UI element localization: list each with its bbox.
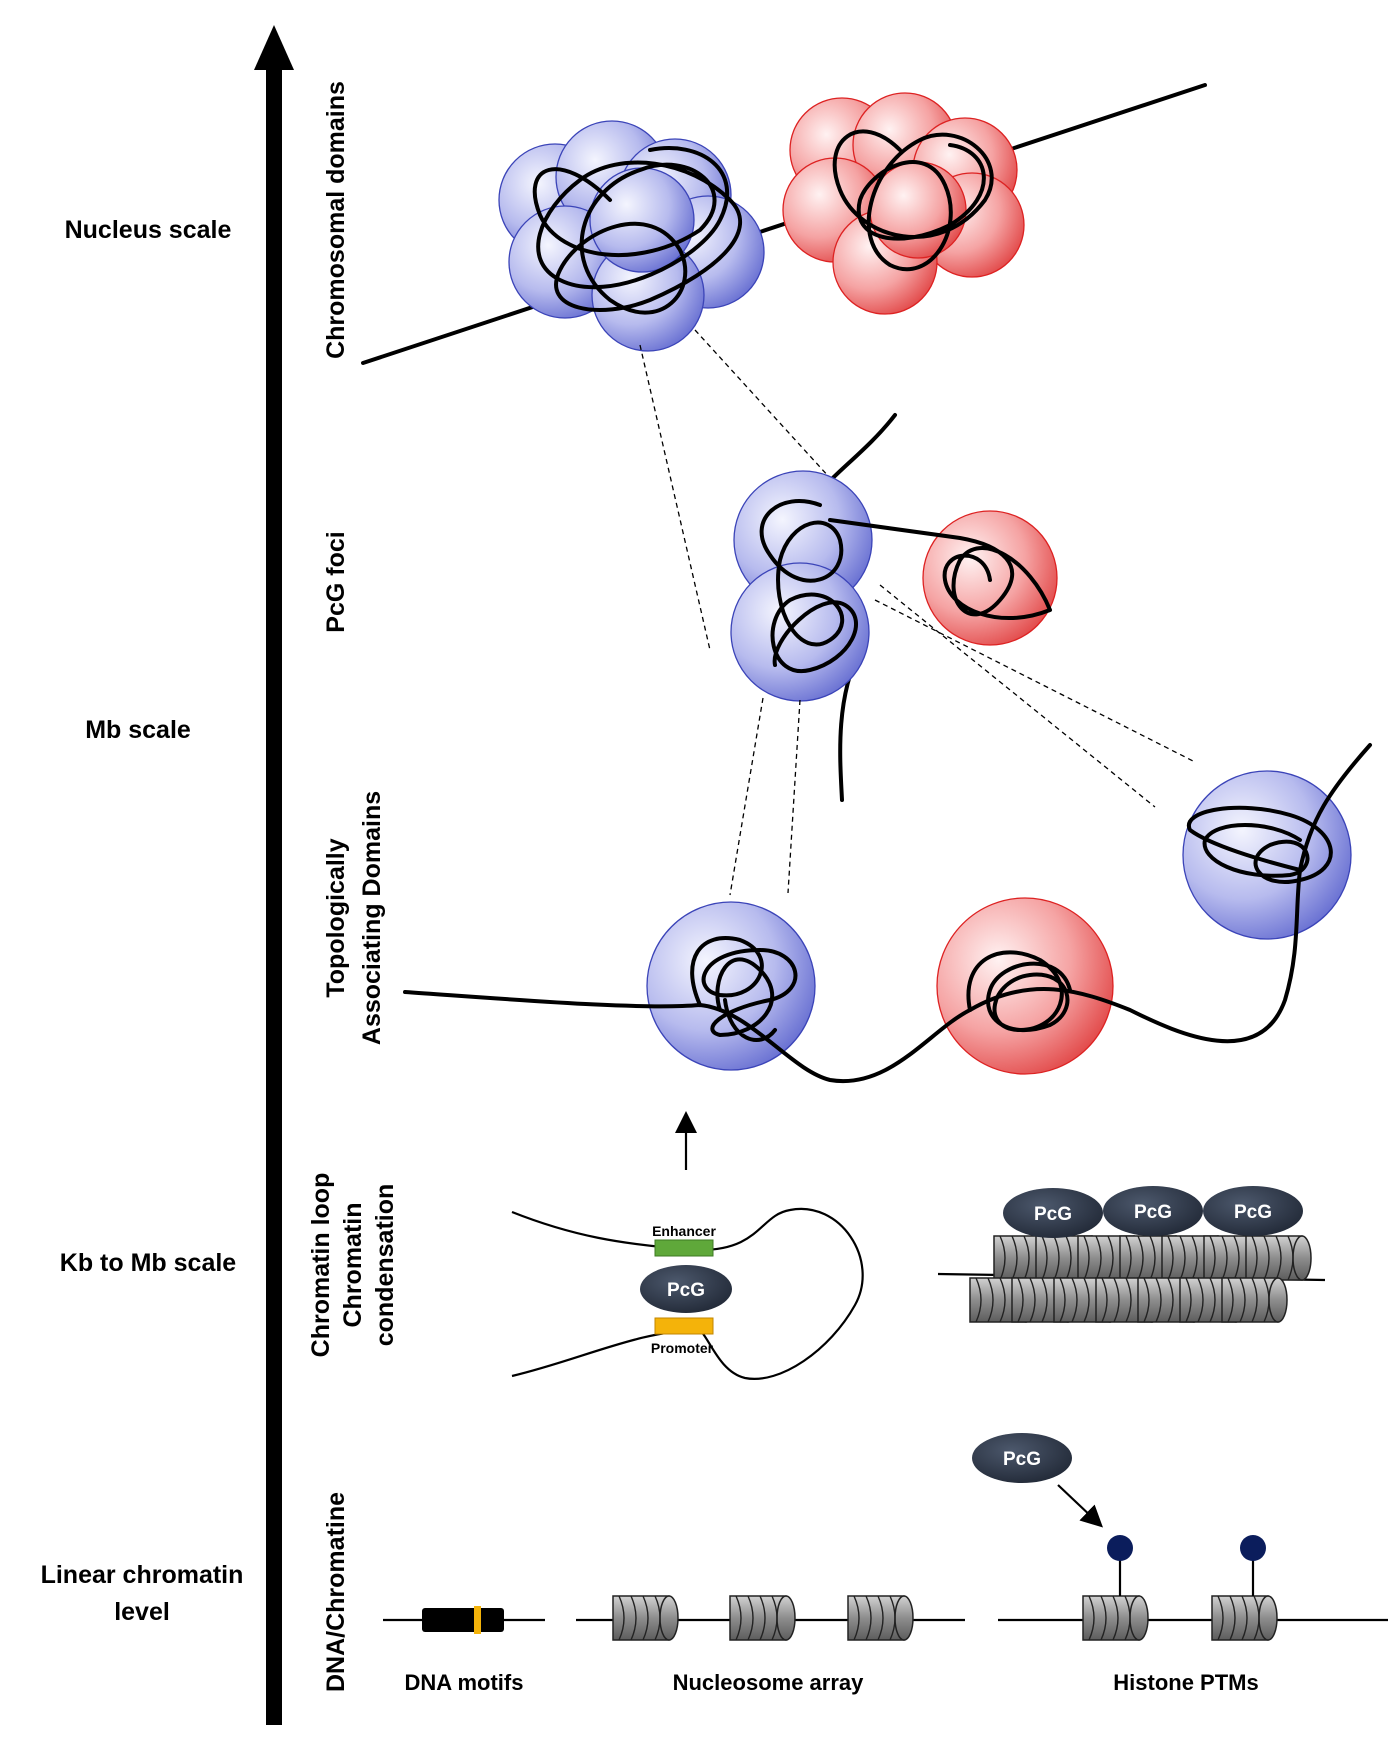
- vlabel-condensation: condensation: [371, 1184, 399, 1347]
- tad-red: [936, 897, 1114, 1075]
- pcg-stack-2-label: PcG: [1134, 1202, 1172, 1223]
- vlabel-tad-2: Associating Domains: [358, 791, 386, 1045]
- label-nucleosome-array: Nucleosome array: [673, 1670, 865, 1695]
- red-domain-chromatin: [832, 129, 994, 272]
- label-linear-chromatin-1: Linear chromatin: [41, 1561, 244, 1589]
- vlabel-chromatin: Chromatin: [339, 1203, 367, 1328]
- pcg-loop-label: PcG: [667, 1280, 705, 1301]
- ptm-mark-1: [1107, 1535, 1133, 1561]
- vlabel-chromatin-loop: Chromatin loop: [307, 1173, 335, 1358]
- pcg-stack-3-label: PcG: [1234, 1202, 1272, 1223]
- connector-foci-to-tads: [729, 584, 1196, 896]
- chromatin-loop-panel: Enhancer Promoter PcG: [511, 1207, 864, 1380]
- label-kb-to-mb-scale: Kb to Mb scale: [60, 1249, 237, 1277]
- pcg-reader-label: PcG: [1003, 1449, 1041, 1470]
- histone-ptms-panel: PcG: [972, 1433, 1388, 1641]
- pcg-foci-panel: [730, 413, 1058, 802]
- pcg-stack-2: [1103, 1186, 1203, 1236]
- tad-red-chromatin: [966, 950, 1072, 1032]
- nucleosome-ptm-2: [1211, 1595, 1278, 1641]
- dna-motifs-panel: [383, 1606, 545, 1634]
- nucleosome-1: [612, 1595, 679, 1641]
- red-domain-cluster: [782, 92, 1025, 315]
- tad-panel: [403, 743, 1372, 1084]
- label-dna-motifs: DNA motifs: [405, 1670, 524, 1695]
- nucleosome-3: [847, 1595, 914, 1641]
- connector-domains-to-foci: [639, 329, 831, 651]
- vlabel-pcg-foci: PcG foci: [322, 531, 350, 632]
- chromosome-backbone: [361, 83, 1207, 365]
- blue-domain-chromatin: [532, 146, 743, 315]
- nucleosome-array-panel: [576, 1595, 965, 1641]
- enhancer-box: [654, 1239, 714, 1257]
- pcg-stack-1: [1003, 1188, 1103, 1238]
- dna-motif: [422, 1608, 504, 1632]
- tad-blue-left: [646, 901, 816, 1071]
- chromosomal-domains-panel: [361, 83, 1207, 365]
- pcg-stack-1-label: PcG: [1034, 1204, 1072, 1225]
- pcg-reader: [972, 1433, 1072, 1483]
- label-linear-chromatin-2: level: [114, 1598, 170, 1626]
- tad-blue-left-chromatin: [690, 936, 798, 1042]
- label-histone-ptms: Histone PTMs: [1113, 1670, 1258, 1695]
- nucleosome-2: [729, 1595, 796, 1641]
- promoter-label: Promoter: [651, 1340, 714, 1356]
- vlabel-dna-chromatine: DNA/Chromatine: [322, 1492, 350, 1692]
- foci-chromatin: [759, 499, 1052, 674]
- scale-arrow: [254, 25, 294, 1725]
- vlabel-chromosomal-domains: Chromosomal domains: [322, 81, 350, 359]
- chromatin-condensation-panel: PcG PcG PcG: [937, 1186, 1326, 1323]
- ptm-mark-2: [1240, 1535, 1266, 1561]
- pcg-focus-blue-2: [730, 562, 870, 702]
- nucleosome-ptm-1: [1082, 1595, 1149, 1641]
- promoter-box: [654, 1317, 714, 1335]
- vlabel-tad-1: Topologically: [322, 838, 350, 997]
- dna-motif-site: [474, 1606, 481, 1634]
- pcg-loop: [640, 1265, 732, 1313]
- label-nucleus-scale: Nucleus scale: [65, 216, 232, 244]
- label-mb-scale: Mb scale: [85, 716, 191, 744]
- pcg-reader-arrow: [1057, 1484, 1103, 1528]
- enhancer-label: Enhancer: [652, 1223, 716, 1239]
- tad-blue-right: [1182, 770, 1352, 940]
- tad-blue-right-chromatin: [1186, 805, 1333, 884]
- pcg-stack-3: [1203, 1186, 1303, 1236]
